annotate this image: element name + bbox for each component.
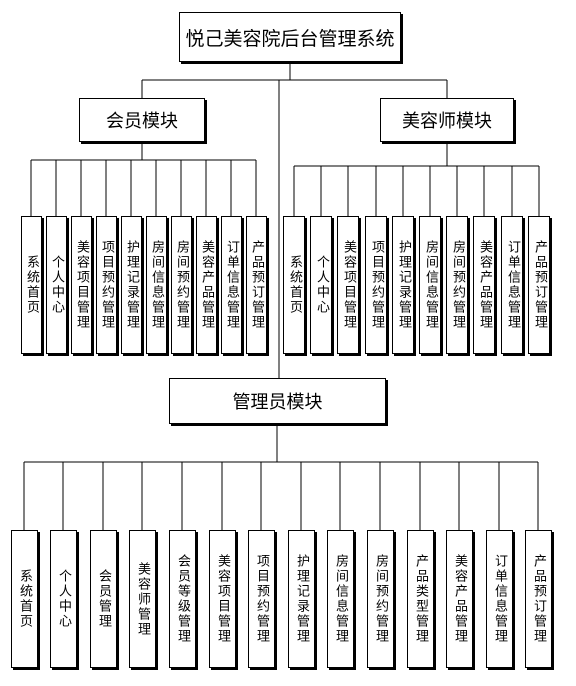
admin-leaf-label: 美容师管理 bbox=[135, 561, 150, 637]
beautician-leaf-8: 订单信息管理 bbox=[501, 216, 523, 354]
admin-leaf-11: 美容产品管理 bbox=[445, 530, 473, 668]
member-leaf-0: 系统首页 bbox=[20, 216, 42, 354]
beautician-leaf-5: 房间信息管理 bbox=[419, 216, 441, 354]
member-leaf-label: 个人中心 bbox=[49, 255, 64, 315]
beautician-leaf-label: 项目预约管理 bbox=[369, 240, 384, 330]
member-leaf-label: 美容项目管理 bbox=[74, 240, 89, 330]
member-leaf-label: 订单信息管理 bbox=[224, 240, 239, 330]
member-leaf-2: 美容项目管理 bbox=[70, 216, 92, 354]
admin-leaf-10: 产品类型管理 bbox=[406, 530, 434, 668]
beautician-leaf-3: 项目预约管理 bbox=[365, 216, 387, 354]
admin-leaf-0: 系统首页 bbox=[10, 530, 38, 668]
module-member-label: 会员模块 bbox=[106, 111, 178, 132]
member-leaf-7: 美容产品管理 bbox=[195, 216, 217, 354]
member-leaf-4: 护理记录管理 bbox=[120, 216, 142, 354]
beautician-leaf-1: 个人中心 bbox=[310, 216, 332, 354]
admin-leaf-label: 产品类型管理 bbox=[413, 554, 428, 644]
admin-leaf-label: 美容项目管理 bbox=[215, 554, 230, 644]
member-leaf-label: 系统首页 bbox=[24, 255, 39, 315]
admin-leaf-label: 房间预约管理 bbox=[373, 554, 388, 644]
module-beautician-label: 美容师模块 bbox=[402, 111, 492, 132]
root-node: 悦己美容院后台管理系统 bbox=[179, 12, 401, 62]
admin-leaf-label: 会员管理 bbox=[96, 569, 111, 629]
admin-leaf-9: 房间预约管理 bbox=[366, 530, 394, 668]
member-leaf-label: 护理记录管理 bbox=[124, 240, 139, 330]
admin-leaf-label: 个人中心 bbox=[56, 569, 71, 629]
admin-leaf-6: 项目预约管理 bbox=[247, 530, 275, 668]
admin-leaf-2: 会员管理 bbox=[89, 530, 117, 668]
admin-leaf-label: 护理记录管理 bbox=[294, 554, 309, 644]
member-leaf-5: 房间信息管理 bbox=[145, 216, 167, 354]
beautician-leaf-label: 美容产品管理 bbox=[477, 240, 492, 330]
member-leaf-9: 产品预订管理 bbox=[245, 216, 267, 354]
admin-leaf-13: 产品预订管理 bbox=[524, 530, 552, 668]
root-label: 悦己美容院后台管理系统 bbox=[185, 27, 395, 50]
beautician-leaf-6: 房间预约管理 bbox=[446, 216, 468, 354]
member-leaf-label: 房间信息管理 bbox=[149, 240, 164, 330]
module-member-node: 会员模块 bbox=[79, 98, 205, 142]
beautician-leaf-2: 美容项目管理 bbox=[337, 216, 359, 354]
member-leaf-8: 订单信息管理 bbox=[220, 216, 242, 354]
admin-leaf-8: 房间信息管理 bbox=[326, 530, 354, 668]
member-leaf-6: 房间预约管理 bbox=[170, 216, 192, 354]
admin-leaf-4: 会员等级管理 bbox=[168, 530, 196, 668]
beautician-leaf-label: 美容项目管理 bbox=[341, 240, 356, 330]
admin-leaf-label: 系统首页 bbox=[17, 569, 32, 629]
beautician-leaf-label: 房间预约管理 bbox=[450, 240, 465, 330]
admin-leaf-label: 房间信息管理 bbox=[333, 554, 348, 644]
admin-leaf-label: 项目预约管理 bbox=[254, 554, 269, 644]
beautician-leaf-label: 个人中心 bbox=[314, 255, 329, 315]
beautician-leaf-label: 护理记录管理 bbox=[396, 240, 411, 330]
admin-leaf-12: 订单信息管理 bbox=[485, 530, 513, 668]
admin-leaf-label: 订单信息管理 bbox=[492, 554, 507, 644]
beautician-leaf-label: 订单信息管理 bbox=[505, 240, 520, 330]
module-beautician-node: 美容师模块 bbox=[380, 98, 514, 142]
member-leaf-1: 个人中心 bbox=[45, 216, 67, 354]
beautician-leaf-9: 产品预订管理 bbox=[528, 216, 550, 354]
admin-leaf-7: 护理记录管理 bbox=[287, 530, 315, 668]
beautician-leaf-7: 美容产品管理 bbox=[473, 216, 495, 354]
member-leaf-label: 美容产品管理 bbox=[199, 240, 214, 330]
member-leaf-3: 项目预约管理 bbox=[95, 216, 117, 354]
admin-leaf-1: 个人中心 bbox=[49, 530, 77, 668]
admin-leaf-3: 美容师管理 bbox=[128, 530, 156, 668]
admin-leaf-label: 美容产品管理 bbox=[452, 554, 467, 644]
member-leaf-label: 产品预订管理 bbox=[249, 240, 264, 330]
beautician-leaf-label: 产品预订管理 bbox=[532, 240, 547, 330]
beautician-leaf-label: 房间信息管理 bbox=[423, 240, 438, 330]
member-leaf-label: 房间预约管理 bbox=[174, 240, 189, 330]
admin-leaf-label: 产品预订管理 bbox=[531, 554, 546, 644]
beautician-leaf-label: 系统首页 bbox=[287, 255, 302, 315]
admin-leaf-label: 会员等级管理 bbox=[175, 554, 190, 644]
member-leaf-label: 项目预约管理 bbox=[99, 240, 114, 330]
module-admin-label: 管理员模块 bbox=[232, 392, 323, 413]
beautician-leaf-4: 护理记录管理 bbox=[392, 216, 414, 354]
admin-leaf-5: 美容项目管理 bbox=[208, 530, 236, 668]
module-admin-node: 管理员模块 bbox=[169, 378, 386, 424]
beautician-leaf-0: 系统首页 bbox=[283, 216, 305, 354]
